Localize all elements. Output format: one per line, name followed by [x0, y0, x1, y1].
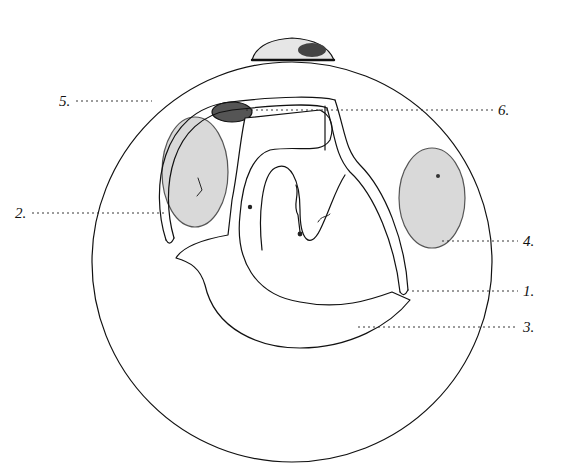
- leader-line: [32, 213, 166, 214]
- callout-number: 5.: [58, 93, 71, 110]
- cap-base: [252, 59, 334, 61]
- inner-fold: [261, 166, 345, 250]
- callout-number: 2.: [14, 205, 27, 222]
- callout-number: 6.: [497, 102, 510, 119]
- left-tube-inner: [168, 105, 327, 238]
- callout-number: 4.: [522, 233, 535, 250]
- right-vesicle: [399, 148, 465, 248]
- stalk: [324, 106, 325, 150]
- left-tube-outer: [159, 97, 335, 240]
- cap-stipple: [298, 43, 326, 57]
- leader-line: [76, 101, 152, 102]
- leader-line: [358, 327, 518, 328]
- right-tube-outer: [335, 100, 408, 290]
- embryo-body: [176, 110, 410, 348]
- egg-membrane: [92, 62, 492, 462]
- left-vesicle: [162, 117, 228, 227]
- leader-line: [442, 241, 518, 242]
- callout-number: 1.: [522, 283, 535, 300]
- right-tube-inner: [327, 108, 400, 292]
- polar-cap: [252, 38, 334, 60]
- leader-line: [412, 291, 518, 292]
- leader-lines: [32, 101, 518, 327]
- inner-duct: [296, 185, 300, 232]
- callout-number: 3.: [522, 319, 535, 336]
- leader-line: [246, 110, 493, 111]
